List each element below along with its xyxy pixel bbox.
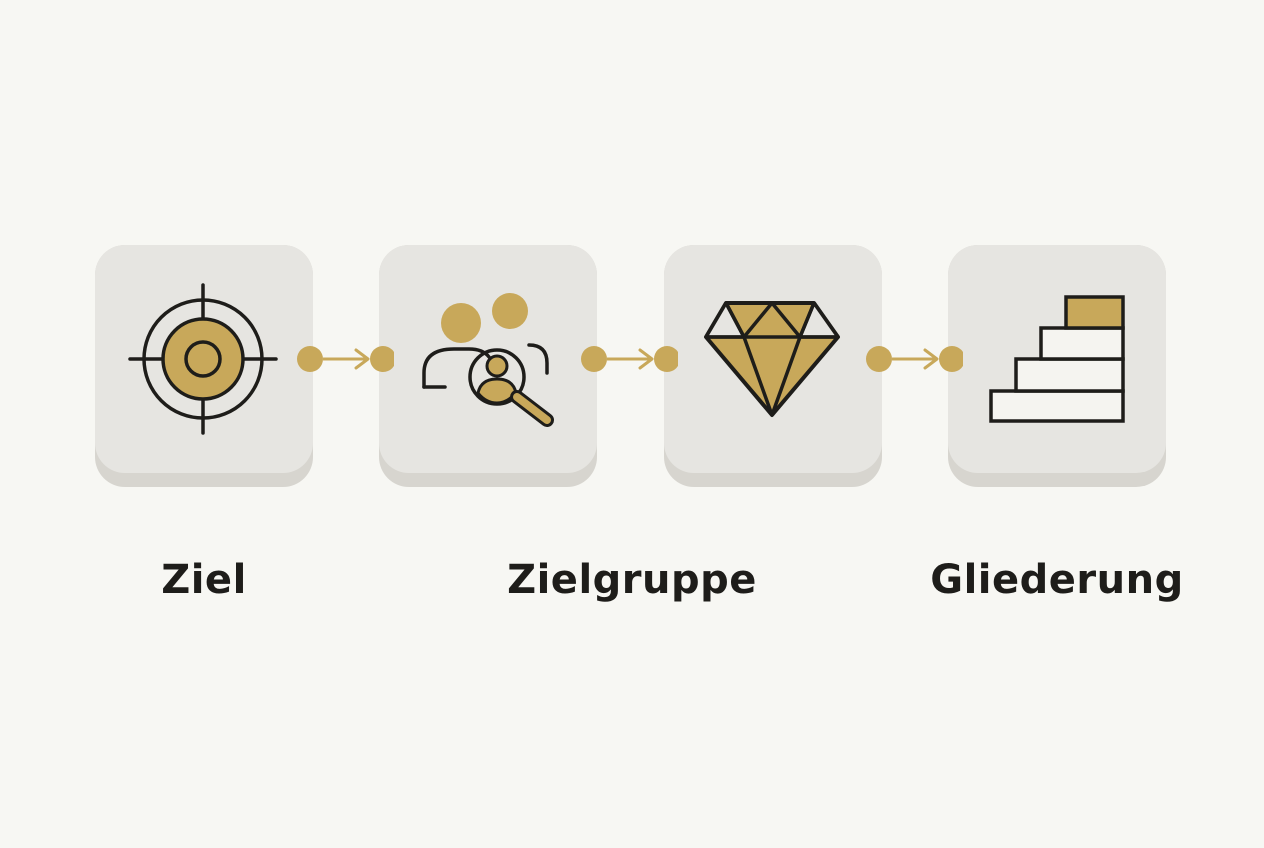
step-tile-diamond bbox=[664, 245, 882, 487]
step-tile-zielgruppe bbox=[379, 245, 597, 487]
arrow-connector-2 bbox=[581, 346, 678, 372]
step-label-gliederung: Gliederung bbox=[930, 557, 1184, 603]
step-tile-gliederung bbox=[948, 245, 1166, 487]
arrow-connector-1 bbox=[297, 346, 394, 372]
step-label-zielgruppe: Zielgruppe bbox=[507, 557, 757, 603]
diamond-icon bbox=[704, 301, 840, 417]
step-tile-ziel bbox=[95, 245, 313, 487]
step-label-ziel: Ziel bbox=[161, 557, 247, 603]
target-icon bbox=[128, 283, 278, 435]
audience-search-icon bbox=[422, 293, 554, 427]
arrow-connector-3 bbox=[866, 346, 963, 372]
stairs-icon bbox=[989, 295, 1125, 423]
